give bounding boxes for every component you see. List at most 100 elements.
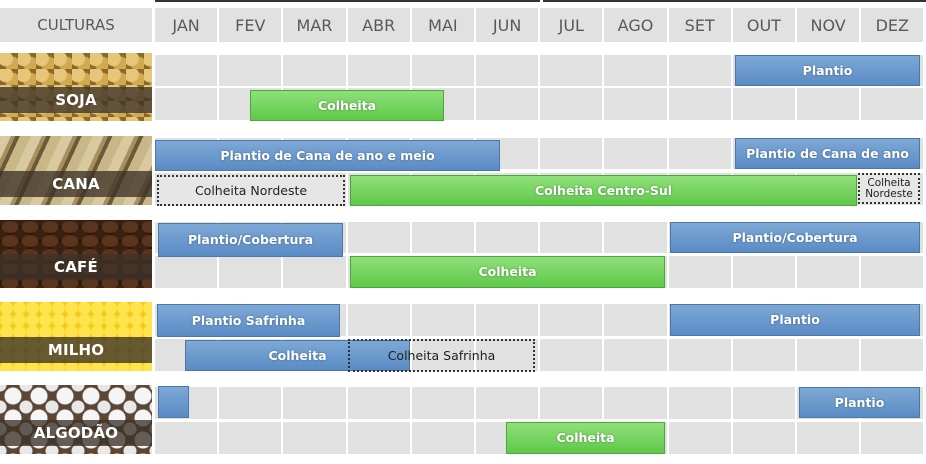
bar-plantio bbox=[158, 386, 189, 418]
grid-cell bbox=[732, 256, 795, 288]
grid-cell bbox=[155, 256, 218, 288]
grid-cell bbox=[347, 422, 410, 454]
month-header-mai: MAI bbox=[411, 8, 474, 42]
bar-plantio: Plantio de Cana de ano e meio bbox=[155, 140, 500, 171]
grid-cell bbox=[219, 422, 282, 454]
month-header-ago: AGO bbox=[604, 8, 667, 42]
grid-cell bbox=[604, 138, 667, 169]
grid-cell bbox=[347, 387, 410, 419]
grid-cell bbox=[540, 88, 603, 120]
grid-cell bbox=[668, 256, 731, 288]
month-header-abr: ABR bbox=[347, 8, 410, 42]
grid-cell bbox=[476, 304, 539, 336]
bar-colheita-secundaria: Colheita Nordeste bbox=[858, 173, 920, 204]
bar-plantio: Plantio/Cobertura bbox=[158, 223, 343, 257]
month-header-jan: JAN bbox=[155, 8, 218, 42]
grid-cell bbox=[604, 55, 667, 86]
grid-cell bbox=[797, 339, 860, 371]
grid-cell bbox=[732, 88, 795, 120]
month-header-jun: JUN bbox=[476, 8, 539, 42]
culturas-header: CULTURAS bbox=[0, 8, 152, 42]
grid-cell bbox=[732, 339, 795, 371]
grid-cell bbox=[347, 304, 410, 336]
grid-cell bbox=[604, 222, 667, 253]
grid-cell bbox=[411, 55, 474, 86]
crop-tile-corn-kernels: MILHO bbox=[0, 302, 152, 371]
grid-cell bbox=[347, 222, 410, 253]
grid-cell bbox=[411, 387, 474, 419]
grid-cell bbox=[411, 422, 474, 454]
crop-label: CAFÉ bbox=[0, 254, 152, 280]
grid-cell bbox=[540, 55, 603, 86]
grid-cell bbox=[476, 222, 539, 253]
bar-plantio: Plantio bbox=[670, 304, 920, 336]
grid-cell bbox=[155, 88, 218, 120]
month-header-out: OUT bbox=[732, 8, 795, 42]
month-header-jul: JUL bbox=[540, 8, 603, 42]
grid-cell bbox=[219, 55, 282, 86]
crop-label: MILHO bbox=[0, 337, 152, 363]
grid-cell bbox=[732, 387, 795, 419]
top-rule-1 bbox=[543, 0, 926, 2]
grid-cell bbox=[668, 339, 731, 371]
crop-label: SOJA bbox=[0, 87, 152, 113]
crop-label: ALGODÃO bbox=[0, 420, 152, 446]
month-header-set: SET bbox=[668, 8, 731, 42]
bar-colheita: Colheita bbox=[350, 256, 665, 288]
month-header-mar: MAR bbox=[283, 8, 346, 42]
crop-tile-sugarcane: CANA bbox=[0, 136, 152, 205]
grid-cell bbox=[604, 339, 667, 371]
grid-cell bbox=[861, 422, 924, 454]
grid-cell bbox=[283, 387, 346, 419]
bar-plantio: Plantio bbox=[735, 55, 920, 86]
grid-cell bbox=[476, 339, 539, 371]
grid-cell bbox=[476, 55, 539, 86]
bar-colheita-secundaria: Colheita Safrinha bbox=[348, 339, 535, 372]
grid-cell bbox=[540, 387, 603, 419]
crop-label: CANA bbox=[0, 171, 152, 197]
grid-cell bbox=[668, 422, 731, 454]
grid-cell bbox=[540, 222, 603, 253]
grid-cell bbox=[668, 138, 731, 169]
grid-cell bbox=[283, 256, 346, 288]
grid-cell bbox=[219, 256, 282, 288]
grid-cell bbox=[219, 387, 282, 419]
bar-plantio: Colheita bbox=[185, 340, 410, 371]
bar-plantio: Plantio Safrinha bbox=[157, 304, 340, 337]
grid-cell bbox=[668, 88, 731, 120]
grid-cell bbox=[604, 387, 667, 419]
bar-colheita: Colheita bbox=[250, 90, 444, 121]
bar-colheita: Colheita bbox=[506, 422, 665, 454]
grid-cell bbox=[797, 422, 860, 454]
grid-cell bbox=[283, 422, 346, 454]
bar-plantio: Plantio bbox=[799, 387, 920, 418]
month-header-fev: FEV bbox=[219, 8, 282, 42]
crop-tile-cotton: ALGODÃO bbox=[0, 385, 152, 454]
bar-plantio: Plantio de Cana de ano bbox=[735, 138, 920, 169]
grid-cell bbox=[540, 138, 603, 169]
grid-cell bbox=[668, 387, 731, 419]
grid-cell bbox=[668, 55, 731, 86]
grid-cell bbox=[861, 256, 924, 288]
grid-cell bbox=[861, 88, 924, 120]
crop-tile-soybeans: SOJA bbox=[0, 53, 152, 121]
grid-cell bbox=[797, 256, 860, 288]
grid-cell bbox=[155, 55, 218, 86]
grid-cell bbox=[604, 304, 667, 336]
bar-colheita: Colheita Centro-Sul bbox=[350, 175, 857, 206]
top-rule-0 bbox=[155, 0, 540, 2]
grid-cell bbox=[797, 88, 860, 120]
month-header-dez: DEZ bbox=[861, 8, 924, 42]
bar-plantio: Plantio/Cobertura bbox=[670, 222, 920, 253]
crop-tile-coffee-beans: CAFÉ bbox=[0, 220, 152, 288]
bar-colheita-secundaria: Colheita Nordeste bbox=[157, 175, 345, 206]
grid-cell bbox=[861, 339, 924, 371]
grid-cell bbox=[604, 88, 667, 120]
grid-cell bbox=[476, 387, 539, 419]
grid-cell bbox=[411, 339, 474, 371]
grid-cell bbox=[476, 88, 539, 120]
grid-cell bbox=[732, 422, 795, 454]
grid-cell bbox=[283, 55, 346, 86]
grid-cell bbox=[411, 304, 474, 336]
month-header-nov: NOV bbox=[797, 8, 860, 42]
